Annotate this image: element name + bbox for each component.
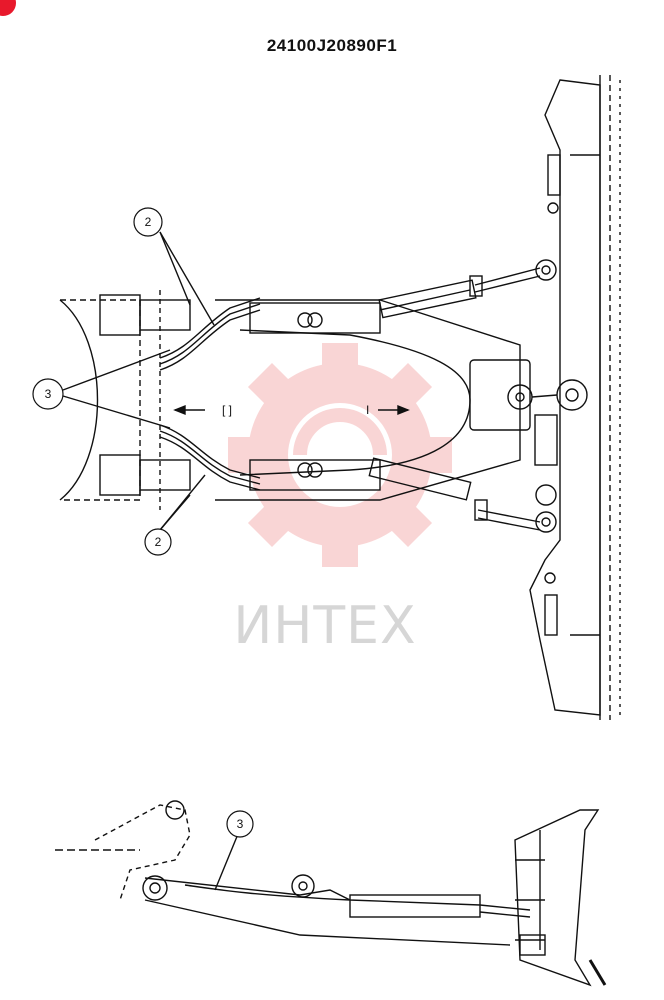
watermark-text: ИНТЕХ (233, 596, 417, 656)
side-view (55, 800, 607, 987)
plan-view (59, 75, 621, 720)
callout-top-2: 2 (133, 207, 163, 237)
arrow-label-right: I (366, 403, 369, 417)
svg-text:[ ]: [ ] (222, 403, 232, 417)
page-title: 24100J20890F1 (266, 36, 398, 55)
svg-text:2: 2 (155, 535, 162, 549)
svg-text:2: 2 (145, 215, 152, 229)
arrow-label-left: [ ] (222, 403, 232, 417)
callout-bottom-2: 2 (144, 528, 172, 556)
callout-left-3: 3 (32, 378, 64, 410)
watermark-gear-icon (228, 343, 452, 567)
svg-text:3: 3 (237, 817, 244, 831)
svg-text:I: I (366, 403, 369, 417)
svg-text:3: 3 (45, 387, 52, 401)
callout-side-3: 3 (226, 810, 254, 838)
blade-body (529, 79, 601, 716)
corner-badge (0, 0, 16, 16)
